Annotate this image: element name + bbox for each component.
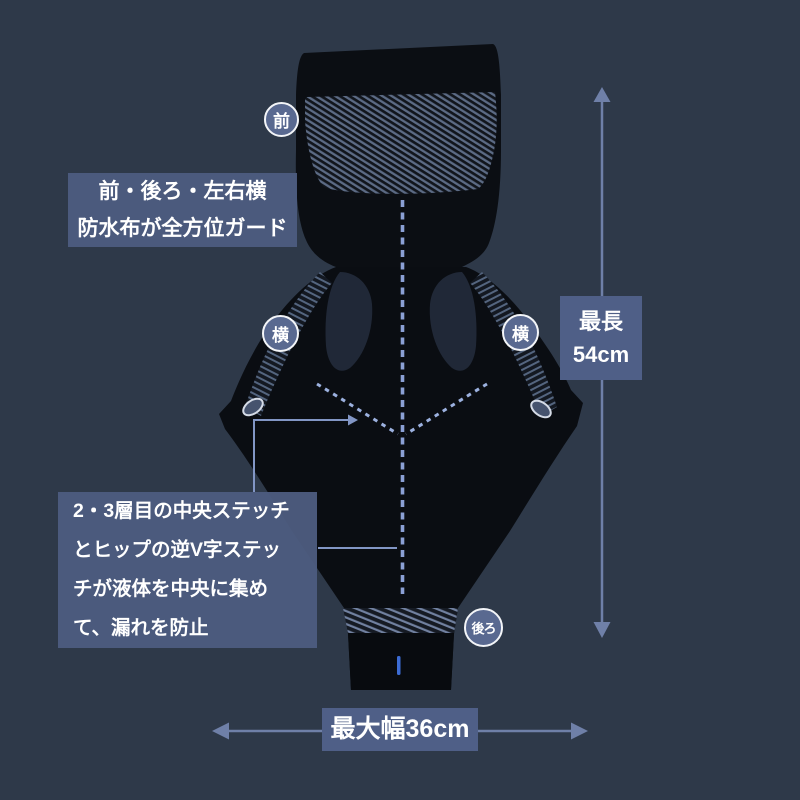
width-label: 最大幅36cm — [322, 708, 478, 751]
badge-side-right-label: 横 — [512, 325, 529, 344]
badge-back-label: 後ろ — [471, 621, 496, 636]
waterproof-stripe-panel — [305, 92, 497, 194]
connector-arrow-icon — [348, 414, 358, 426]
arrow-right-icon — [571, 722, 588, 740]
badge-side-left: 横 — [262, 315, 299, 352]
length-value: 54cm — [572, 342, 630, 367]
callout-stitch: 2・3層目の中央ステッチ とヒップの逆V字ステッ チが液体を中央に集め て、漏れ… — [58, 492, 317, 648]
badge-side-left-label: 横 — [272, 326, 289, 345]
callout-waterproof: 前・後ろ・左右横 防水布が全方位ガード — [68, 173, 297, 247]
callout-stitch-line2: とヒップの逆V字ステッ — [73, 539, 282, 561]
arrow-down-icon — [593, 622, 611, 638]
badge-side-right: 横 — [502, 314, 539, 351]
strap-hole-right — [530, 399, 552, 419]
arrow-up-icon — [593, 87, 611, 102]
badge-front-label: 前 — [273, 112, 290, 131]
hip-stripe-band — [343, 608, 458, 633]
callout-stitch-line4: て、漏れを防止 — [73, 617, 209, 639]
tail-tab — [348, 633, 454, 690]
length-label-text: 最長 — [578, 309, 623, 334]
tab-stitch-mark — [397, 656, 401, 675]
arrow-left-icon — [212, 722, 229, 740]
length-label: 最長 54cm — [560, 296, 642, 380]
badge-front: 前 — [264, 102, 299, 137]
callout-stitch-line3: チが液体を中央に集め — [73, 578, 269, 600]
callout-waterproof-line2: 防水布が全方位ガード — [77, 217, 288, 240]
mesh-panel-left — [325, 272, 373, 371]
badge-back: 後ろ — [464, 608, 503, 647]
strap-hole-left — [242, 397, 264, 417]
callout-waterproof-line1: 前・後ろ・左右横 — [98, 180, 267, 203]
width-label-text: 最大幅36cm — [330, 715, 470, 743]
stitch-callout-connectors — [253, 414, 397, 549]
callout-stitch-line1: 2・3層目の中央ステッチ — [73, 500, 290, 522]
